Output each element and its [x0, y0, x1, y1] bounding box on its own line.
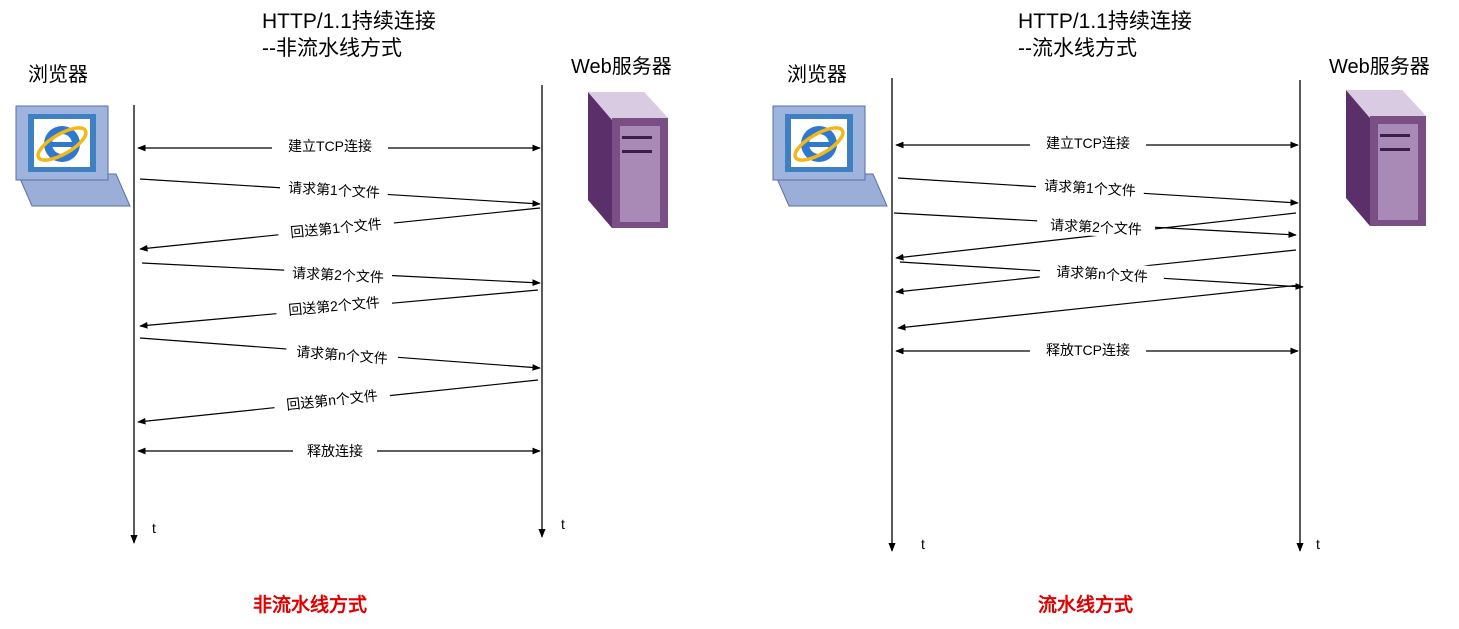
server-tower-icon	[588, 92, 668, 228]
right-msg-label-req-1-bg	[1035, 173, 1145, 201]
right-msg-label-req-2-bg	[1036, 212, 1156, 240]
left-msg-label-release-bg	[293, 440, 377, 460]
right-title: HTTP/1.1持续连接 --流水线方式	[1018, 8, 1192, 62]
left-server-time-label: t	[561, 516, 565, 532]
left-title-line2: --非流水线方式	[262, 37, 402, 60]
computer-ie-icon	[772, 105, 888, 207]
left-msg-label-release: 释放连接	[307, 443, 363, 459]
left-msg-label-req-2-bg	[283, 261, 393, 287]
left-client-label: 浏览器	[28, 64, 88, 86]
right-msg-label-req-n: 请求第n个文件	[1056, 263, 1149, 285]
left-msg-label-connect-bg	[272, 135, 388, 155]
left-msg-label-req-n-bg	[285, 339, 399, 369]
right-msg-arrow-resp-n	[897, 284, 1301, 331]
left-msg-label-resp-2-bg	[275, 289, 393, 321]
right-msg-label-req-2: 请求第2个文件	[1050, 217, 1143, 238]
right-caption: 流水线方式	[1038, 594, 1134, 616]
left-msg-label-resp-2: 回送第2个文件	[288, 294, 381, 318]
left-msg-label-resp-1-bg	[277, 211, 395, 243]
left-msg-label-req-1: 请求第1个文件	[288, 179, 381, 201]
left-client-time-label: t	[152, 520, 156, 536]
left-msg-label-req-n: 请求第n个文件	[296, 343, 389, 366]
right-msg-label-release: 释放TCP连接	[1046, 342, 1130, 358]
left-msg-label-req-2: 请求第2个文件	[292, 265, 385, 286]
right-client-time-label: t	[921, 536, 925, 552]
right-client-label: 浏览器	[787, 64, 847, 86]
server-tower-icon	[1346, 90, 1426, 226]
right-title-line2: --流水线方式	[1018, 37, 1137, 60]
right-title-line1: HTTP/1.1持续连接	[1018, 10, 1192, 33]
left-msg-label-req-1-bg	[279, 175, 389, 203]
left-msg-label-resp-n-bg	[273, 382, 391, 416]
right-server-time-label: t	[1316, 536, 1320, 552]
right-msg-label-release-bg	[1030, 339, 1146, 359]
left-title-line1: HTTP/1.1持续连接	[262, 10, 436, 33]
right-msg-label-connect: 建立TCP连接	[1046, 135, 1130, 151]
left-caption: 非流水线方式	[253, 594, 368, 616]
left-msg-label-connect: 建立TCP连接	[288, 138, 372, 154]
right-msg-label-connect-bg	[1030, 132, 1146, 152]
left-title: HTTP/1.1持续连接 --非流水线方式	[262, 8, 436, 62]
left-server-label: Web服务器	[571, 56, 672, 78]
right-msg-label-req-1: 请求第1个文件	[1044, 177, 1137, 199]
right-msg-label-req-n-bg	[1039, 259, 1165, 287]
right-server-label: Web服务器	[1329, 56, 1430, 78]
computer-ie-icon	[15, 105, 131, 207]
